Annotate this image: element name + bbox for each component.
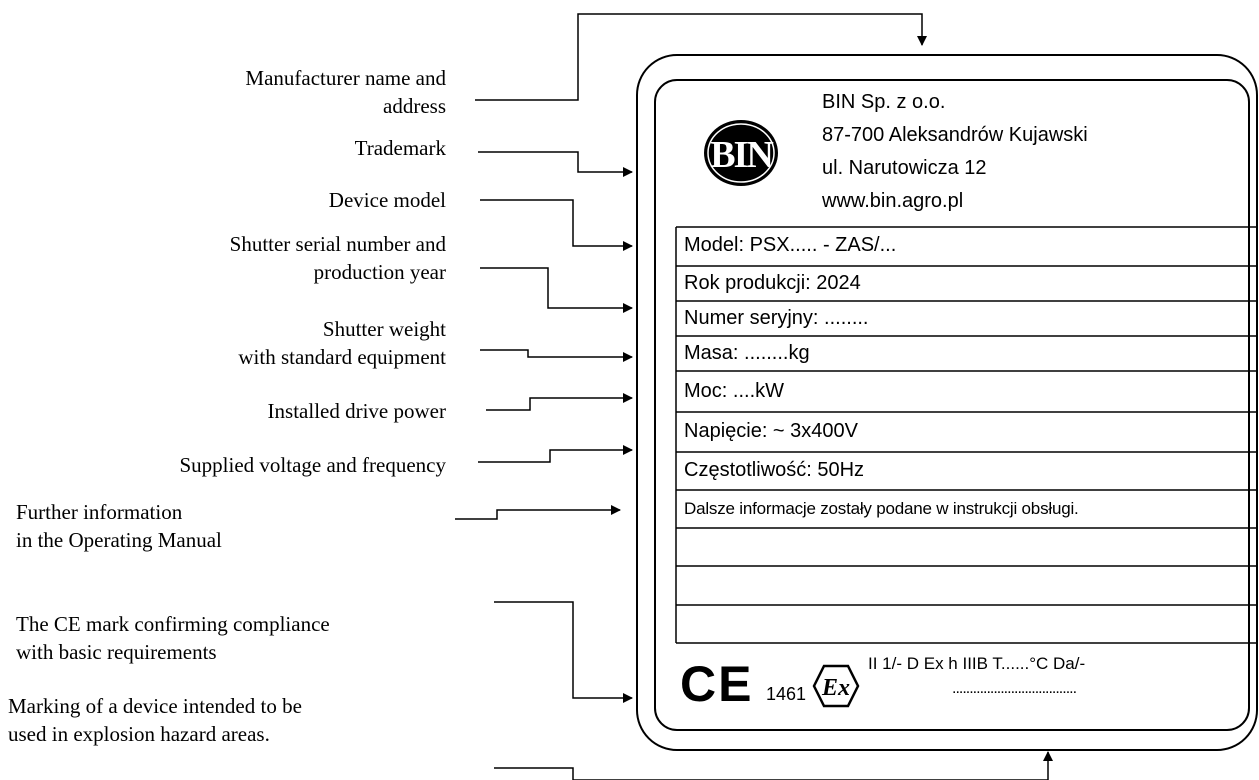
leader-further: [455, 505, 621, 520]
leader-atex: [494, 751, 1053, 780]
label-serial-year: Shutter serial number and production yea…: [229, 232, 446, 284]
label-further-info: Further information in the Operating Man…: [16, 500, 222, 552]
plate-outer-frame: [636, 54, 1258, 751]
leader-trademark: [478, 151, 633, 177]
leader-ce: [494, 601, 633, 703]
ex-symbol: Ex: [821, 675, 850, 701]
label-device-model: Device model: [328, 188, 446, 212]
ex-marking-dots: ....................................: [952, 680, 1077, 697]
plate-row-model: Model: PSX..... - ZAS/...: [684, 234, 897, 256]
leader-power: [486, 393, 633, 411]
leader-manufacturer: [475, 13, 927, 101]
label-weight: Shutter weight with standard equipment: [238, 317, 446, 369]
label-manufacturer: Manufacturer name and address: [245, 66, 446, 118]
label-atex-marking: Marking of a device intended to be used …: [8, 694, 302, 746]
leader-voltage: [478, 445, 633, 463]
plate-row-voltage: Napięcie: ~ 3x400V: [684, 420, 859, 442]
label-voltage-frequency: Supplied voltage and frequency: [179, 453, 447, 477]
ce-notified-body-number: 1461: [766, 684, 807, 704]
leader-model: [480, 199, 633, 251]
plate-row-further-info: Dalsze informacje zostały podane w instr…: [684, 499, 1079, 518]
ex-marking-text: II 1/- D Ex h IIIB T......°C Da/-: [868, 654, 1086, 673]
ex-hexagon-icon: Ex: [812, 664, 860, 708]
bin-logo-icon: BIN: [704, 120, 778, 186]
label-drive-power: Installed drive power: [267, 399, 446, 423]
label-trademark: Trademark: [354, 136, 446, 160]
plate-row-power: Moc: ....kW: [684, 380, 784, 402]
ce-mark-icon: CE: [680, 656, 754, 712]
plate-inner-frame: [654, 79, 1250, 731]
plate-row-production-year: Rok produkcji: 2024: [684, 272, 861, 294]
leader-lines: [455, 13, 1053, 780]
plate-row-weight: Masa: ........kg: [684, 342, 810, 364]
plate-row-frequency: Częstotliwość: 50Hz: [684, 459, 865, 481]
leader-serial: [480, 267, 633, 313]
logo-text: BIN: [710, 134, 773, 176]
manufacturer-address: BIN Sp. z o.o. 87-700 Aleksandrów Kujaws…: [822, 91, 1088, 212]
leader-weight: [480, 349, 633, 362]
label-ce-mark: The CE mark confirming compliance with b…: [16, 612, 330, 664]
plate-row-serial-number: Numer seryjny: ........: [684, 307, 869, 329]
plate-row-lines: [675, 226, 1258, 644]
